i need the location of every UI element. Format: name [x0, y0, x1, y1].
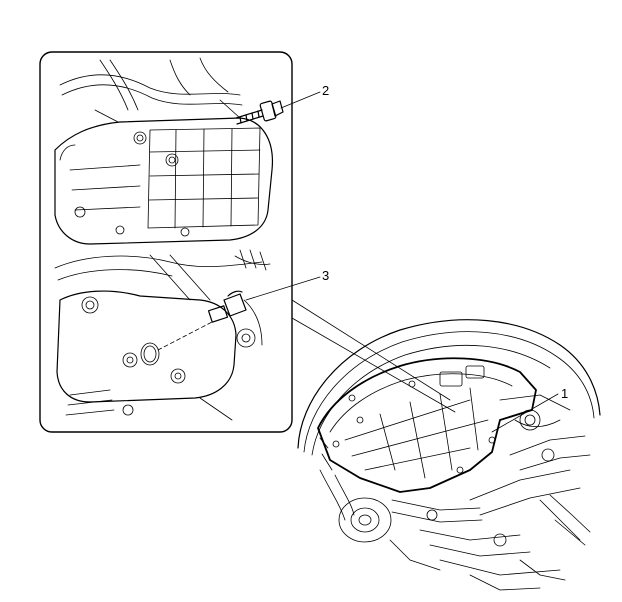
leader-3	[245, 276, 321, 301]
drain-plug-detail	[54, 249, 271, 421]
callout-1: 1	[561, 386, 568, 401]
projection-line-lower	[291, 317, 456, 413]
callout-2: 2	[322, 83, 329, 98]
leader-2	[280, 91, 321, 109]
leader-lines	[245, 91, 559, 433]
detail-inset	[39, 51, 293, 433]
under-cover-1	[317, 357, 537, 493]
vehicle-underbody	[297, 319, 601, 591]
leader-1	[491, 393, 559, 433]
projection-line-upper	[291, 299, 451, 401]
callout-3: 3	[322, 268, 329, 283]
bolt-2	[235, 100, 284, 125]
drain-plug-3	[207, 290, 247, 323]
transmission-housing-detail	[54, 57, 274, 245]
